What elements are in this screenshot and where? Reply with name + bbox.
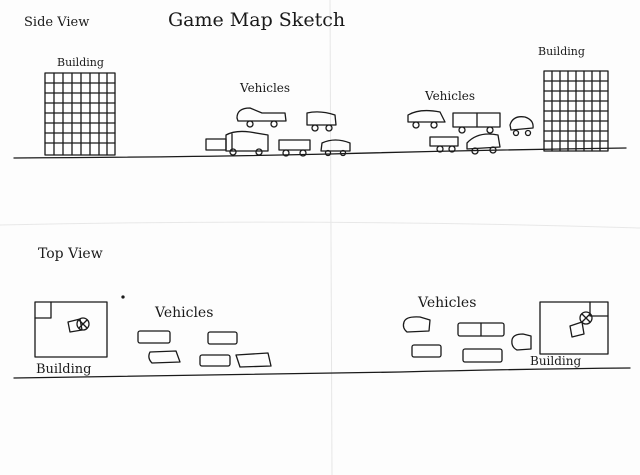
- side-vehicle-car-f: [509, 116, 534, 137]
- side-vehicles-right-label: Vehicles: [424, 89, 475, 103]
- pencil-dot: [121, 295, 125, 299]
- side-vehicles-left-label: Vehicles: [239, 81, 290, 95]
- side-view-label: Side View: [24, 15, 89, 30]
- side-vehicle-car-d: [320, 139, 351, 157]
- side-vehicle-car-a: [236, 107, 287, 128]
- top-vehicle-j: [462, 348, 503, 363]
- side-vehicle-car-c: [278, 139, 311, 157]
- side-building-right: [543, 70, 609, 152]
- top-building-right-label: Building: [530, 354, 581, 368]
- top-vehicle-f: [402, 316, 431, 333]
- side-vehicle-truck: [205, 130, 269, 156]
- top-vehicles-right-label: Vehicles: [417, 295, 476, 311]
- top-vehicles-left-label: Vehicles: [154, 305, 213, 321]
- side-vehicle-car-g: [429, 136, 459, 153]
- top-vehicle-d: [199, 354, 231, 367]
- top-building-left: [34, 301, 108, 358]
- top-vehicle-c: [148, 350, 181, 364]
- top-vehicle-i: [411, 344, 442, 358]
- side-vehicle-bus: [452, 112, 501, 134]
- map-title: Game Map Sketch: [168, 9, 345, 31]
- top-ground-line: [13, 367, 631, 379]
- paper-fold-horizontal: [0, 221, 640, 229]
- side-vehicle-car-e: [407, 109, 446, 129]
- side-building-left-label: Building: [57, 56, 104, 69]
- side-vehicle-car-b: [306, 111, 337, 132]
- top-vehicle-b: [207, 331, 238, 345]
- top-building-right: [539, 301, 609, 355]
- side-vehicle-car-h: [466, 133, 501, 155]
- side-building-right-label: Building: [538, 45, 585, 58]
- top-vehicle-e: [235, 352, 272, 368]
- top-view-label: Top View: [38, 246, 103, 262]
- top-building-left-label: Building: [36, 362, 91, 377]
- side-ground-line: [13, 147, 627, 159]
- side-building-left: [44, 72, 116, 156]
- top-vehicle-h: [511, 333, 532, 351]
- paper-fold-vertical: [329, 0, 333, 475]
- top-vehicle-a: [137, 330, 171, 344]
